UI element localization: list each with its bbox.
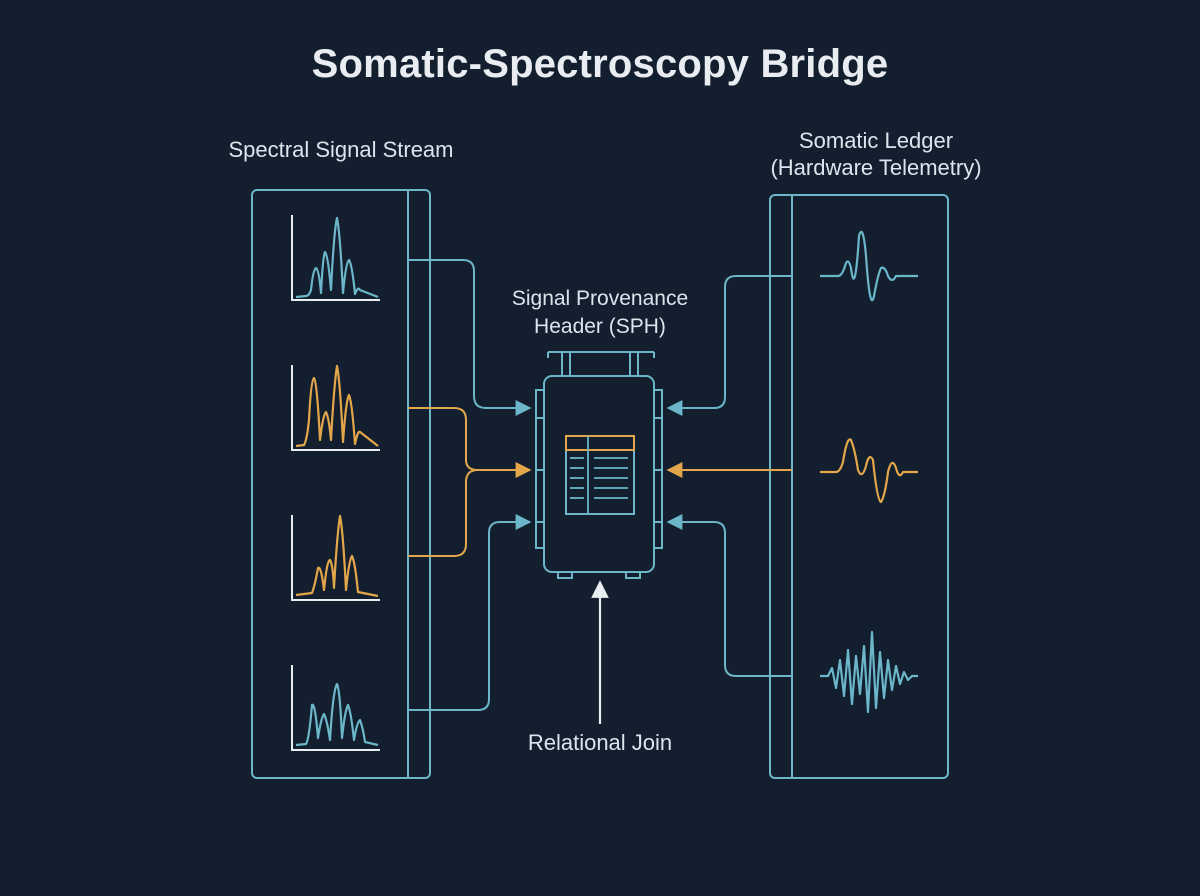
- spectral-stream-label-text: Spectral Signal Stream: [228, 137, 454, 162]
- somatic-ledger-label-line2: (Hardware Telemetry): [770, 155, 982, 180]
- header-table-icon: [565, 435, 635, 515]
- sph-label-line2: Header (SPH): [534, 315, 666, 338]
- somatic-ledger-label-line1: Somatic Ledger: [798, 128, 954, 153]
- spectrum-plot-1: [291, 215, 380, 301]
- connector-spectrum-4: [408, 514, 532, 711]
- somatic-ledger-panel: [769, 194, 949, 779]
- spectrum-plot-4: [291, 665, 380, 751]
- spectral-stream-label: Spectral Signal Stream: [200, 136, 482, 163]
- sph-label-line1: Signal Provenance: [511, 287, 689, 310]
- waveform-3: [820, 630, 918, 714]
- spectrum-plot-2: [291, 364, 380, 451]
- spectral-stream-panel: [251, 189, 431, 779]
- waveform-2: [820, 438, 918, 504]
- connector-spectrum-3: [408, 469, 479, 557]
- page-title: Somatic-Spectroscopy Bridge: [311, 42, 889, 86]
- connector-spectrum-2: [408, 407, 532, 478]
- relational-join-label: Relational Join: [527, 730, 673, 755]
- sph-label: Signal Provenance Header (SPH): [470, 285, 730, 341]
- spectrum-plot-3: [291, 514, 380, 601]
- connector-waveform-1: [666, 275, 792, 416]
- waveform-1: [820, 230, 918, 302]
- sph-device: [535, 351, 663, 579]
- connector-spectrum-1: [408, 259, 532, 416]
- somatic-ledger-label: Somatic Ledger (Hardware Telemetry): [730, 127, 1022, 181]
- connector-waveform-3: [666, 514, 792, 677]
